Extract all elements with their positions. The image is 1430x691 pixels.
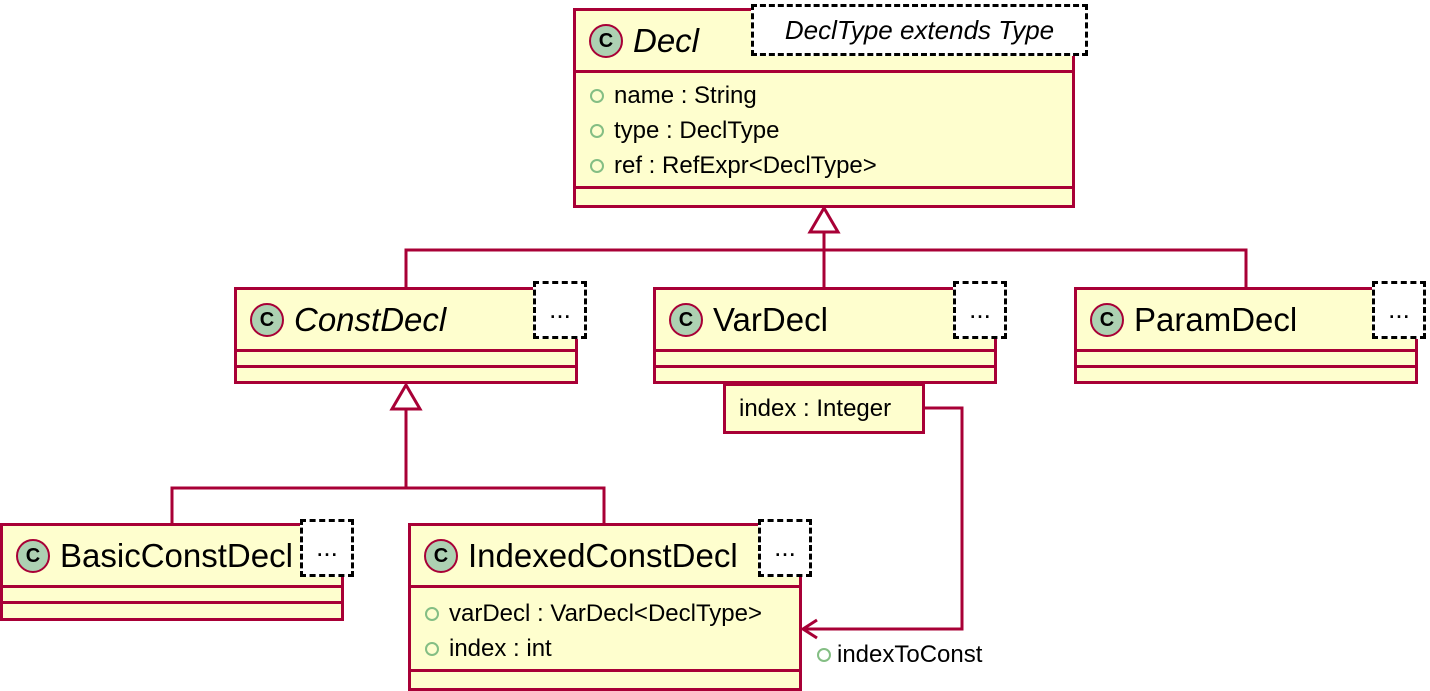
attribute-type: type : DeclType <box>614 117 780 144</box>
class-indexedconstdecl: C IndexedConstDecl ... varDecl : VarDecl… <box>408 519 812 691</box>
public-visibility-icon <box>590 124 604 138</box>
class-c-icon: C <box>424 539 458 573</box>
class-c-icon: C <box>589 24 623 58</box>
attribute-row: name : String <box>576 78 1072 113</box>
class-name-vardecl: VarDecl <box>713 301 828 338</box>
template-parameter-basicconstdecl: ... <box>300 519 354 577</box>
public-visibility-icon <box>590 159 604 173</box>
association-role-label: indexToConst <box>817 640 982 670</box>
public-visibility-icon <box>425 607 439 621</box>
generalization-arrowhead-decl <box>807 205 841 234</box>
class-name-indexedconstdecl: IndexedConstDecl <box>468 537 738 574</box>
association-arrowhead <box>800 618 818 640</box>
template-parameter-vardecl: ... <box>953 281 1007 339</box>
attribute-ref: ref : RefExpr<DeclType> <box>614 152 877 179</box>
class-name-basicconstdecl: BasicConstDecl <box>60 537 293 574</box>
template-parameter-decl: DeclType extends Type <box>751 4 1088 56</box>
template-parameter-constdecl: ... <box>533 281 587 339</box>
class-decl: C Decl DeclType extends Type name : Stri… <box>573 4 1088 208</box>
public-visibility-icon <box>425 642 439 656</box>
class-vardecl: C VarDecl ... <box>653 281 1007 384</box>
class-name-paramdecl: ParamDecl <box>1134 301 1298 338</box>
class-constdecl: C ConstDecl ... <box>234 281 587 384</box>
attribute-row: type : DeclType <box>576 113 1072 148</box>
attribute-row: index : int <box>411 631 799 666</box>
generalization-line-paramdecl <box>824 248 1248 287</box>
association-qualifier: index : Integer <box>723 383 925 434</box>
template-parameter-indexedconstdecl: ... <box>758 519 812 577</box>
attribute-row: ref : RefExpr<DeclType> <box>576 148 1072 183</box>
class-paramdecl: C ParamDecl ... <box>1074 281 1426 384</box>
generalization-line-indexedconstdecl <box>406 486 606 523</box>
association-line <box>803 406 964 631</box>
public-visibility-icon <box>817 648 831 662</box>
class-c-icon: C <box>250 303 284 337</box>
class-c-icon: C <box>669 303 703 337</box>
generalization-arrowhead-constdecl <box>389 382 423 411</box>
class-basicconstdecl: C BasicConstDecl ... <box>0 519 354 621</box>
generalization-line-basicconstdecl <box>170 486 406 523</box>
template-parameter-paramdecl: ... <box>1372 281 1426 339</box>
attribute-vardecl: varDecl : VarDecl<DeclType> <box>449 600 763 627</box>
generalization-line-constdecl <box>404 248 824 287</box>
association-role-name: indexToConst <box>837 641 983 668</box>
class-c-icon: C <box>16 539 50 573</box>
class-name-constdecl: ConstDecl <box>294 301 447 338</box>
class-c-icon: C <box>1090 303 1124 337</box>
attribute-name: name : String <box>614 82 757 109</box>
public-visibility-icon <box>590 89 604 103</box>
attribute-row: varDecl : VarDecl<DeclType> <box>411 596 799 631</box>
class-name-decl: Decl <box>633 22 700 59</box>
attribute-index: index : int <box>449 635 552 662</box>
